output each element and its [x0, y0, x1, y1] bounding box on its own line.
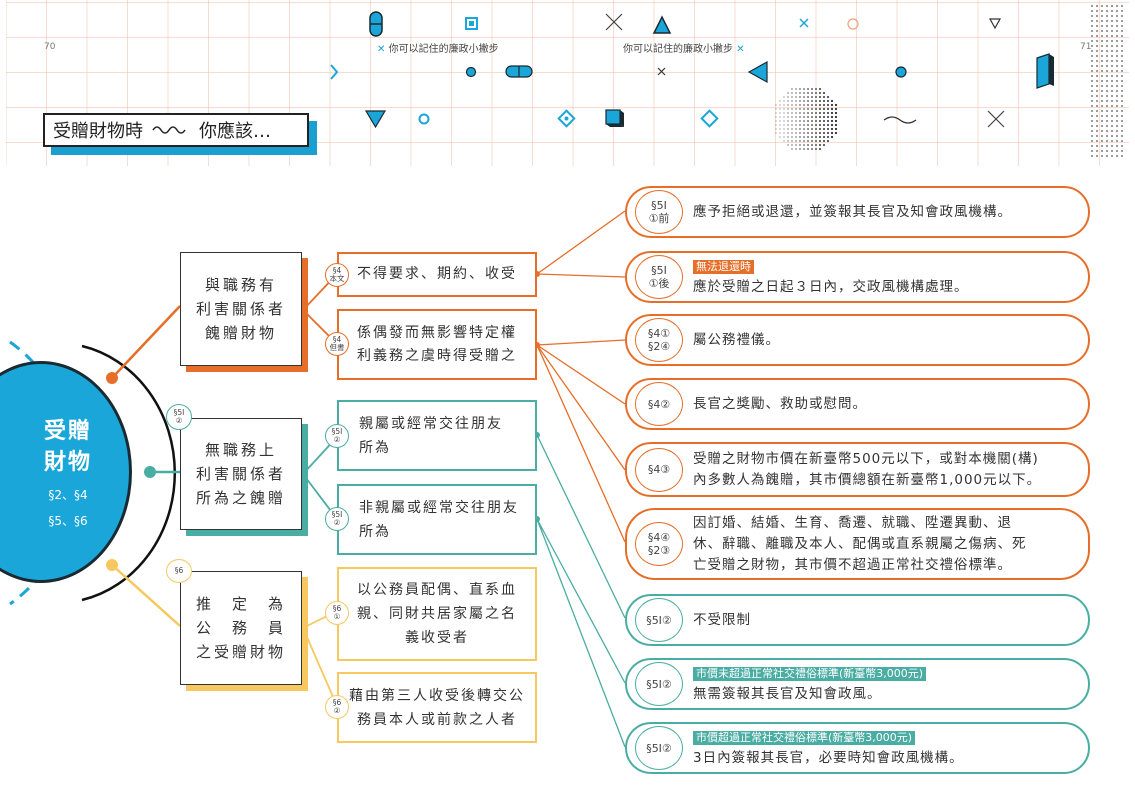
- condition-box: 非親屬或經常交往朋友所為: [337, 484, 537, 555]
- condition-tag: 無法退還時: [693, 260, 754, 274]
- squiggle-icon: [152, 126, 186, 134]
- connector-cond4-outcomes: [536, 518, 626, 748]
- decor-dot-icon: [465, 66, 477, 78]
- law-circle: §5Ⅰ②: [635, 662, 683, 706]
- outcome-item: §4①§2④ 屬公務禮儀。: [625, 314, 1090, 366]
- decor-capsule-icon: [505, 65, 533, 78]
- law-circle: §4①§2④: [635, 318, 683, 362]
- node-dot: [144, 466, 156, 478]
- outcome-item: §5Ⅰ② 市價未超過正常社交禮俗標準(新臺幣3,000元)無需簽報其長官及知會政…: [625, 658, 1090, 710]
- decor-cross-icon: [987, 110, 1005, 128]
- category-box-presumed: 推 定 為公 務 員之受贈財物: [180, 571, 302, 685]
- decorative-shapes: [330, 5, 1123, 157]
- connector-root-cat3: [111, 564, 181, 627]
- page-number-left: 70: [44, 42, 56, 52]
- decor-ring-icon: [847, 18, 859, 30]
- node-dot: [106, 559, 118, 571]
- decor-small-cross-icon: [799, 18, 809, 28]
- decor-down-triangle-icon: [988, 18, 1002, 30]
- category-box-related: 與職務有利害關係者餽贈財物: [180, 252, 302, 366]
- decor-cross-icon: [605, 13, 623, 31]
- outcome-item: §4④§2③ 因訂婚、結婚、生育、喬遷、就職、陞遷異動、退休、辭職、離職及本人、…: [625, 508, 1090, 580]
- outcome-item: §4③ 受贈之財物市價在新臺幣500元以下，或對本機關(構)內多數人為餽贈，其市…: [625, 442, 1090, 497]
- decor-square-icon: [465, 17, 478, 30]
- connector-cat2-cond: [302, 436, 338, 520]
- condition-tag: 市價未超過正常社交禮俗標準(新臺幣3,000元): [693, 667, 927, 681]
- law-circle: §4③: [635, 447, 683, 492]
- law-badge: §6: [166, 559, 192, 583]
- section-title: 受贈財物時 你應該…: [43, 113, 309, 147]
- node-dot: [106, 372, 118, 384]
- cross-icon: ✕: [377, 44, 386, 55]
- law-circle: §4②: [635, 382, 683, 426]
- decor-box-icon: [1036, 53, 1054, 89]
- condition-box: 以公務員配偶、直系血親、同財共居家屬之名義收受者: [337, 567, 537, 661]
- outcome-item: §5Ⅰ② 市價超過正常社交禮俗標準(新臺幣3,000元)3日內簽報其長官，必要時…: [625, 722, 1090, 774]
- connector-root-cat1: [111, 305, 181, 379]
- root-label: 受贈 財物 §2、§4 §5、§6: [20, 416, 116, 530]
- decor-dot-icon: [895, 66, 907, 78]
- connector-cond1-outcomes: [536, 210, 626, 278]
- outcome-item: §4② 長官之獎勵、救助或慰問。: [625, 378, 1090, 430]
- running-head-right: 你可以記住的廉政小撇步 ✕: [623, 44, 745, 55]
- condition-box: 係偶發而無影響特定權利義務之虞時得受贈之: [337, 309, 537, 380]
- decor-pill-icon: [369, 11, 383, 37]
- running-head-left: ✕ 你可以記住的廉政小撇步: [377, 44, 499, 55]
- section-title-left: 受贈財物時: [53, 121, 143, 142]
- decor-diamond-icon: [557, 109, 576, 128]
- decor-dot-grid: [1091, 5, 1123, 157]
- connector-cond2-outcomes: [536, 339, 626, 543]
- law-circle: §5Ⅰ②: [635, 726, 683, 770]
- decor-halftone-circle: [775, 88, 838, 150]
- root-ref-line2: §5、§6: [48, 514, 88, 528]
- decor-ring-icon: [418, 113, 430, 125]
- decor-wave-icon: [883, 116, 917, 124]
- law-circle: §5Ⅰ②: [635, 598, 683, 642]
- decor-diamond-icon: [700, 109, 719, 128]
- decor-left-triangle-icon: [747, 60, 768, 84]
- decor-cube-icon: [605, 109, 624, 127]
- condition-box: 不得要求、期約、收受: [337, 252, 537, 297]
- condition-box: 親屬或經常交往朋友所為: [337, 400, 537, 471]
- condition-box: 藉由第三人收受後轉交公務員本人或前款之人者: [337, 672, 537, 743]
- condition-tag: 市價超過正常社交禮俗標準(新臺幣3,000元): [693, 731, 916, 745]
- connector-cat3-cond: [302, 610, 338, 707]
- section-title-right: 你應該…: [199, 121, 271, 142]
- law-circle: §4④§2③: [635, 522, 683, 566]
- decor-chevron-icon: [330, 64, 339, 80]
- decor-down-triangle-icon: [364, 110, 387, 129]
- cross-icon: ✕: [736, 44, 745, 55]
- category-box-unrelated: 無職務上利害關係者所為之餽贈: [180, 418, 302, 530]
- root-title-line2: 財物: [43, 450, 92, 475]
- connector-cond3-outcomes: [536, 434, 626, 619]
- root-ref-line1: §2、§4: [48, 488, 88, 502]
- page-number-right: 71: [1080, 42, 1092, 52]
- outcome-item: §5Ⅰ② 不受限制: [625, 594, 1090, 646]
- decor-triangle-icon: [652, 15, 672, 34]
- root-title-line1: 受贈: [43, 419, 92, 444]
- decor-tiny-cross-icon: [657, 67, 666, 76]
